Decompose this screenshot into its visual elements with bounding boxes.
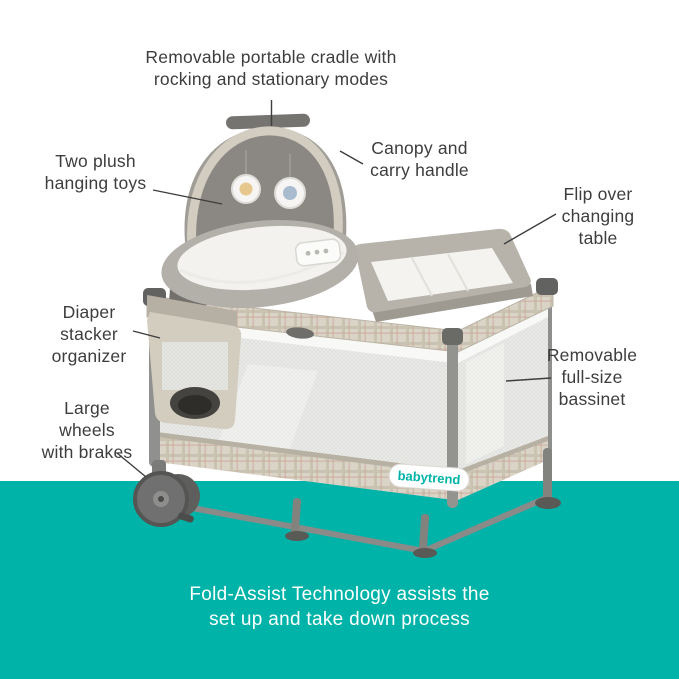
callout-canopy-handle: Canopy and carry handle	[370, 138, 469, 181]
changing-table	[354, 228, 533, 322]
canopy-pointer-line	[339, 150, 364, 165]
callout-wheels-brakes: Large wheels with brakes	[41, 398, 133, 463]
footer-band	[0, 481, 679, 679]
callout-changing-table: Flip over changing table	[561, 184, 635, 249]
bassinet-pointer-line	[505, 377, 552, 382]
toys-pointer-line	[152, 189, 223, 205]
callout-cradle: Removable portable cradle with rocking a…	[145, 47, 397, 90]
changing-table-pointer-line	[503, 213, 557, 245]
organizer-pointer-line	[132, 330, 161, 339]
fold-assist-tagline: Fold-Assist Technology assists the set u…	[189, 584, 490, 631]
hanging-toys	[231, 150, 306, 209]
callout-full-size-bassinet: Removable full-size bassinet	[546, 345, 638, 410]
front-caster-wheel	[133, 460, 200, 527]
diaper-stacker-organizer	[147, 295, 242, 430]
callout-diaper-organizer: Diaper stacker organizer	[51, 302, 127, 367]
brake-pedal	[177, 512, 194, 523]
brand-logo-text: babytrend	[397, 468, 461, 487]
callout-hanging-toys: Two plush hanging toys	[44, 151, 147, 194]
carry-handle	[226, 113, 310, 130]
music-module	[294, 238, 342, 267]
portable-cradle	[161, 220, 359, 310]
wheels-pointer-line	[116, 452, 147, 478]
playard-right-panel	[458, 305, 548, 500]
callout-lines	[116, 100, 557, 478]
base-frame	[173, 448, 561, 558]
brand-logo: babytrend	[388, 463, 470, 492]
